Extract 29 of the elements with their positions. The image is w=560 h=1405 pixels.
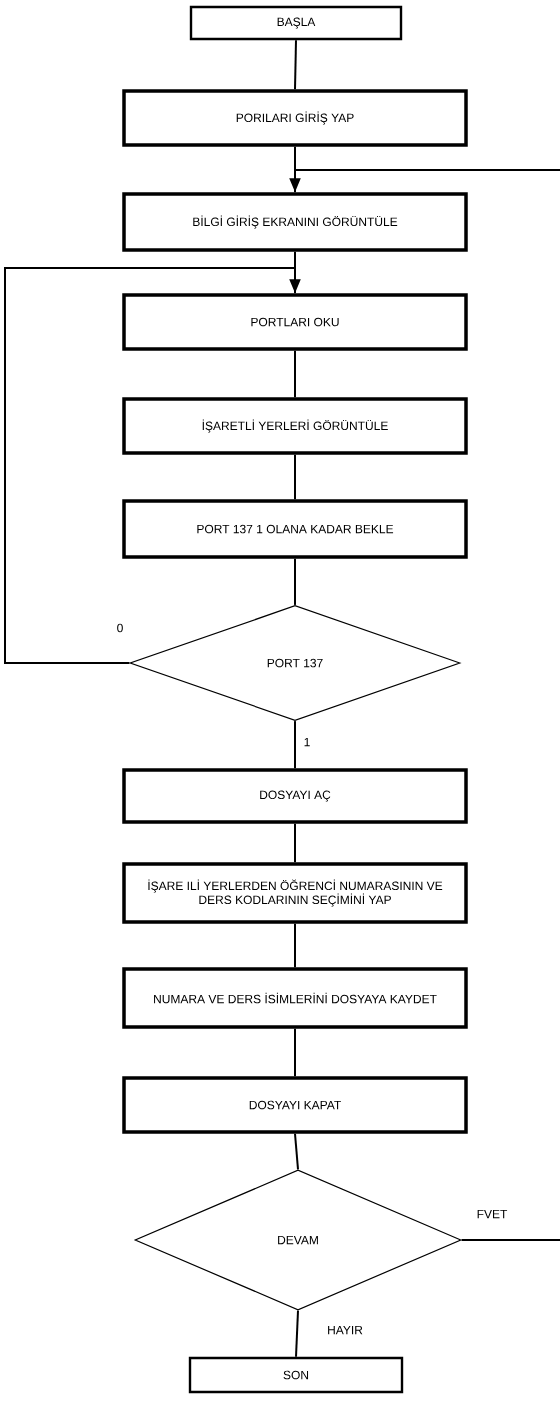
process-box: PORT 137 1 OLANA KADAR BEKLE bbox=[122, 499, 468, 559]
connector-line bbox=[294, 39, 297, 91]
process-box: NUMARA VE DERS İSİMLERİNİ DOSYAYA KAYDET bbox=[122, 967, 468, 1029]
process-box: DOSYAYI KAPAT bbox=[122, 1076, 468, 1134]
connector-line bbox=[294, 557, 296, 606]
connector-line bbox=[294, 1132, 299, 1171]
process-box: İŞARE ILİ YERLERDEN ÖĞRENCİ NUMARASININ VE DERS KODLARININ SEÇİMİNİ YAP bbox=[122, 862, 468, 924]
connector-line bbox=[294, 145, 296, 194]
connector-line bbox=[294, 720, 296, 770]
arrow bbox=[4, 267, 301, 664]
process-box: DOSYAYI AÇ bbox=[122, 768, 468, 824]
connector-line bbox=[294, 250, 296, 295]
edge-label: HAYIR bbox=[326, 1324, 364, 1336]
connector-line bbox=[294, 453, 296, 501]
connector-line bbox=[460, 1239, 560, 1241]
process-box: BİLGİ GİRİŞ EKRANINI GÖRÜNTÜLE bbox=[122, 192, 468, 252]
edge-label: 0 bbox=[115, 622, 125, 634]
connector-line bbox=[294, 1027, 296, 1078]
process-box: PORTLARI OKU bbox=[122, 293, 468, 351]
process-box: İŞARETLİ YERLERİ GÖRÜNTÜLE bbox=[122, 397, 468, 455]
connector-line bbox=[294, 349, 296, 399]
terminal-box: SON bbox=[188, 1356, 404, 1394]
terminal-box: BAŞLA bbox=[189, 5, 403, 41]
connector-line bbox=[294, 822, 296, 864]
connector-line bbox=[295, 1309, 299, 1358]
edge-label: FVET bbox=[475, 1208, 509, 1220]
connector-line bbox=[294, 922, 296, 969]
edge-label: 1 bbox=[302, 736, 312, 748]
process-box: PORILARI GİRİŞ YAP bbox=[122, 89, 468, 147]
